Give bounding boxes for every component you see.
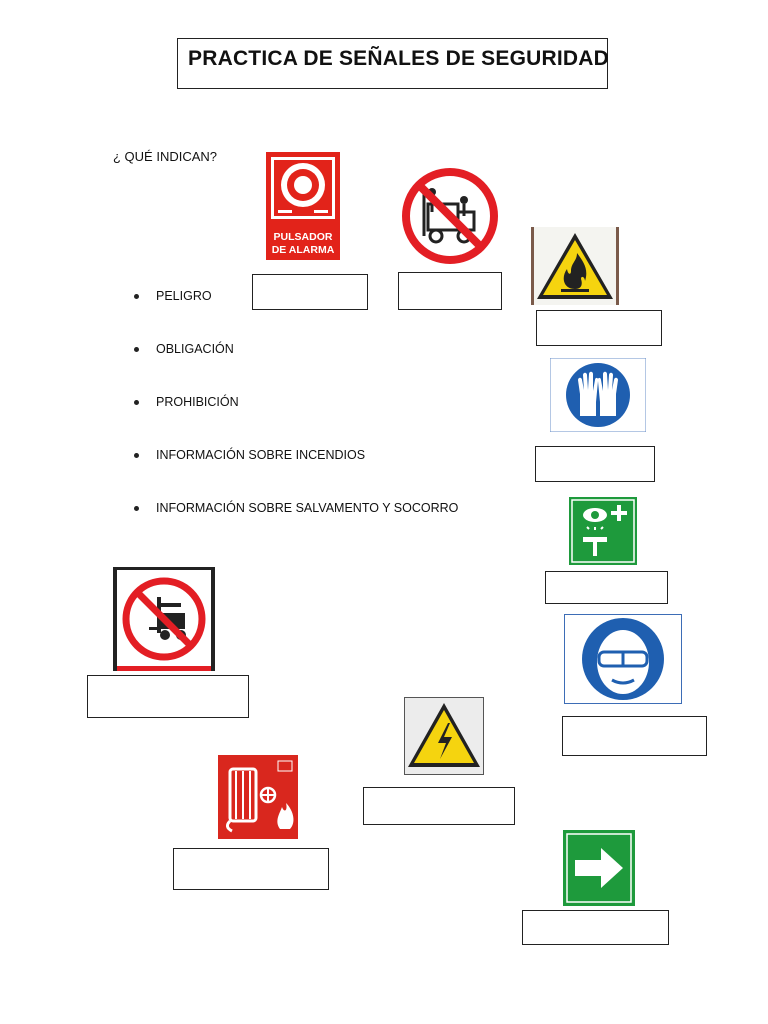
list-item: INFORMACIÓN SOBRE INCENDIOS bbox=[130, 447, 458, 500]
no-riding-forklift-sign-icon bbox=[402, 166, 498, 266]
bullet-icon bbox=[134, 453, 139, 458]
category-label: PELIGRO bbox=[156, 289, 212, 303]
category-label: INFORMACIÓN SOBRE INCENDIOS bbox=[156, 448, 366, 462]
answer-box[interactable] bbox=[173, 848, 329, 890]
list-item: PROHIBICIÓN bbox=[130, 394, 458, 447]
list-item: OBLIGACIÓN bbox=[130, 341, 458, 394]
alarm-pushbutton-sign-icon: PULSADOR DE ALARMA bbox=[266, 152, 340, 260]
flammable-warning-sign-icon bbox=[531, 227, 619, 305]
bullet-icon bbox=[134, 294, 139, 299]
gloves-mandatory-sign-icon bbox=[550, 358, 646, 432]
alarm-sign-line2: DE ALARMA bbox=[272, 244, 335, 256]
answer-box[interactable] bbox=[535, 446, 655, 482]
exit-arrow-sign-icon bbox=[563, 830, 635, 906]
no-forklifts-sign-icon bbox=[113, 567, 215, 671]
electrical-hazard-sign-icon bbox=[404, 697, 484, 775]
answer-box[interactable] bbox=[562, 716, 707, 756]
category-list: PELIGRO OBLIGACIÓN PROHIBICIÓN INFORMACI… bbox=[130, 288, 458, 553]
answer-box[interactable] bbox=[87, 675, 249, 718]
answer-box[interactable] bbox=[252, 274, 368, 310]
list-item: INFORMACIÓN SOBRE SALVAMENTO Y SOCORRO bbox=[130, 500, 458, 553]
bullet-icon bbox=[134, 400, 139, 405]
bullet-icon bbox=[134, 506, 139, 511]
eye-protection-mandatory-sign-icon bbox=[564, 614, 682, 704]
answer-box[interactable] bbox=[398, 272, 502, 310]
fire-hose-reel-sign-icon bbox=[218, 755, 298, 839]
bullet-icon bbox=[134, 347, 139, 352]
category-label: INFORMACIÓN SOBRE SALVAMENTO Y SOCORRO bbox=[156, 501, 459, 515]
alarm-sign-line1: PULSADOR bbox=[274, 231, 333, 243]
eyewash-station-sign-icon bbox=[569, 497, 637, 565]
answer-box[interactable] bbox=[363, 787, 515, 825]
answer-box[interactable] bbox=[536, 310, 662, 346]
category-label: PROHIBICIÓN bbox=[156, 395, 239, 409]
title-box: PRACTICA DE SEÑALES DE SEGURIDAD bbox=[177, 38, 609, 89]
answer-box[interactable] bbox=[545, 571, 668, 604]
page-title: PRACTICA DE SEÑALES DE SEGURIDAD bbox=[188, 47, 609, 70]
question-label: ¿ QUÉ INDICAN? bbox=[113, 149, 218, 164]
category-label: OBLIGACIÓN bbox=[156, 342, 234, 356]
answer-box[interactable] bbox=[522, 910, 669, 945]
list-item: PELIGRO bbox=[130, 288, 458, 341]
